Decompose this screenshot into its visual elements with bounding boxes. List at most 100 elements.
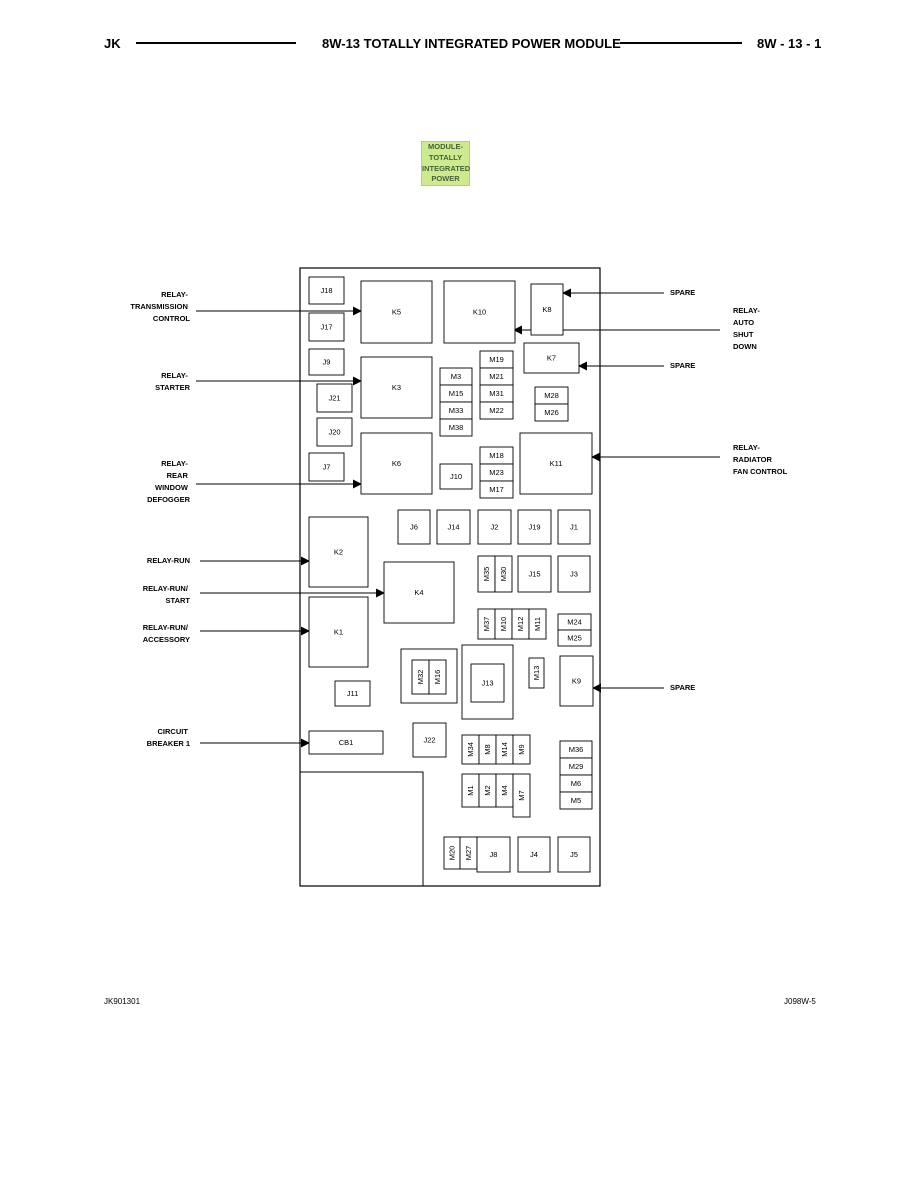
- component-box: [443, 280, 516, 344]
- header-left-code: JK: [104, 36, 121, 51]
- label-spare-k9: SPARE: [670, 683, 695, 692]
- page-number: 8W - 13 - 1: [757, 36, 822, 51]
- component-label: J8: [490, 850, 498, 859]
- component-label: M20: [448, 846, 457, 861]
- component-m33: M33: [439, 401, 473, 420]
- component-label: K8: [542, 305, 551, 314]
- component-box: [334, 680, 371, 707]
- component-label: M22: [489, 406, 504, 415]
- component-j7: J7: [308, 452, 345, 482]
- component-box: [476, 836, 511, 873]
- component-label: J19: [528, 523, 540, 532]
- component-label: M12: [516, 617, 525, 632]
- component-box: [512, 773, 531, 818]
- component-m12: M12: [511, 608, 530, 640]
- component-k7: K7: [523, 342, 580, 374]
- component-m26: M26: [534, 403, 569, 422]
- component-box: [360, 280, 433, 344]
- component-box: [412, 722, 447, 758]
- component-m15: M15: [439, 384, 473, 403]
- component-m3: M3: [439, 367, 473, 386]
- component-box: [470, 663, 505, 703]
- component-m1: M1: [461, 773, 480, 808]
- component-label: K11: [550, 459, 563, 468]
- component-label: K1: [334, 628, 343, 637]
- component-box: [436, 509, 471, 545]
- component-j9: J9: [308, 348, 345, 376]
- component-m29: M29: [559, 757, 593, 776]
- component-j14: J14: [436, 509, 471, 545]
- legend-line: POWER: [431, 174, 460, 184]
- component-label: M11: [533, 617, 542, 631]
- component-k9: K9: [559, 655, 594, 707]
- component-label: M18: [489, 451, 504, 460]
- component-box: [308, 730, 384, 755]
- component-box: [308, 596, 369, 668]
- module-legend-box: MODULE- TOTALLY INTEGRATED POWER: [421, 141, 470, 186]
- component-m9: M9: [512, 734, 531, 765]
- component-j20: J20: [316, 417, 353, 447]
- component-label: M23: [489, 468, 504, 477]
- component-label: M4: [500, 785, 509, 795]
- component-label: J18: [320, 286, 332, 295]
- component-j8: J8: [476, 836, 511, 873]
- component-box: [308, 312, 345, 342]
- label-relay-defogger: RELAY- REAR WINDOW DEFOGGER: [147, 459, 191, 504]
- component-m32: M32: [411, 659, 430, 695]
- component-box: [557, 555, 591, 593]
- component-k10: K10: [443, 280, 516, 344]
- component-j22: J22: [412, 722, 447, 758]
- component-label: J9: [323, 358, 331, 367]
- component-box: [479, 480, 514, 499]
- component-box: [383, 561, 455, 624]
- component-label: M19: [489, 355, 504, 364]
- component-j15: J15: [517, 555, 552, 593]
- page-title: 8W-13 TOTALLY INTEGRATED POWER MODULE: [322, 36, 621, 51]
- label-relay-asd: RELAY- AUTO SHUT DOWN: [733, 306, 762, 351]
- component-j6: J6: [397, 509, 431, 545]
- component-label: K9: [572, 677, 581, 686]
- component-j13: J13: [470, 663, 505, 703]
- component-label: M8: [483, 744, 492, 754]
- component-m14: M14: [495, 734, 514, 765]
- footer-right-code: J098W-5: [784, 997, 816, 1006]
- component-j21: J21: [316, 383, 353, 413]
- component-label: J2: [491, 523, 499, 532]
- component-label: M33: [449, 406, 464, 415]
- component-label: J17: [320, 323, 332, 332]
- label-relay-run: RELAY-RUN: [147, 556, 190, 565]
- component-m13: M13: [528, 657, 545, 689]
- component-box: [360, 432, 433, 495]
- component-label: J20: [328, 428, 340, 437]
- label-relay-radiator: RELAY- RADIATOR FAN CONTROL: [733, 443, 788, 476]
- component-m18: M18: [479, 446, 514, 465]
- component-j19: J19: [517, 509, 552, 545]
- component-m35: M35: [477, 555, 496, 593]
- component-box: [316, 417, 353, 447]
- component-label: M17: [489, 485, 504, 494]
- component-m5: M5: [559, 791, 593, 810]
- component-label: J3: [570, 570, 578, 579]
- component-label: M28: [544, 391, 559, 400]
- component-m16: M16: [428, 659, 447, 695]
- component-box: [439, 418, 473, 437]
- module-cutout: [300, 771, 424, 886]
- component-label: M31: [489, 389, 504, 398]
- component-box: [308, 276, 345, 305]
- component-box: [397, 509, 431, 545]
- component-label: J14: [447, 523, 459, 532]
- component-label: J15: [528, 570, 540, 579]
- component-cb1: CB1: [308, 730, 384, 755]
- component-label: M21: [489, 372, 504, 381]
- component-box: [528, 608, 547, 640]
- component-m10: M10: [494, 608, 513, 640]
- component-m17: M17: [479, 480, 514, 499]
- component-j5: J5: [557, 836, 591, 873]
- label-relay-starter: RELAY- STARTER: [155, 371, 190, 392]
- component-label: M13: [532, 666, 541, 681]
- component-box: [477, 509, 512, 545]
- component-label: K4: [414, 588, 423, 597]
- component-label: M32: [416, 670, 425, 685]
- component-label: M25: [567, 634, 582, 643]
